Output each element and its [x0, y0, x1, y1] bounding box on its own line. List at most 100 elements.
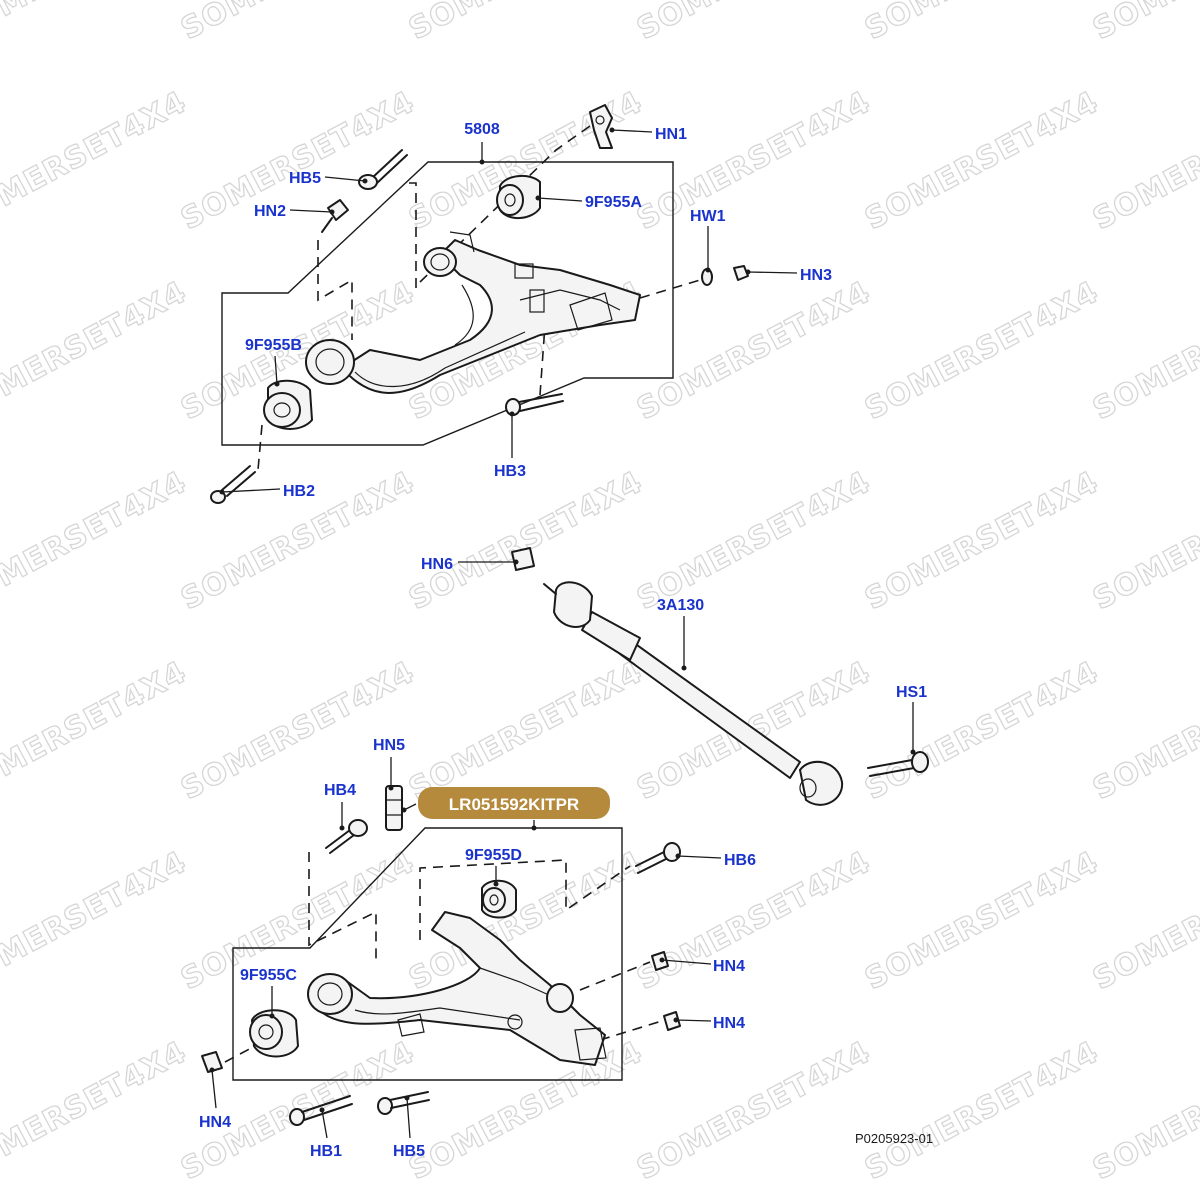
callout-hb6[interactable]: HB6 — [724, 852, 756, 869]
bush-9f955a — [496, 174, 541, 219]
callout-9f955c[interactable]: 9F955C — [240, 967, 297, 984]
nut-hn4-low — [663, 1011, 681, 1031]
alignment-line — [599, 1019, 666, 1041]
nut-hn6 — [511, 547, 535, 571]
watermark-text: SOMERSET4X4 — [0, 1035, 192, 1187]
arm-bush-housing — [307, 973, 353, 1015]
callout-hn4-mid[interactable]: HN4 — [713, 958, 745, 975]
leader-dot — [535, 195, 541, 201]
callout-hn4-left[interactable]: HN4 — [199, 1114, 231, 1131]
bracket-hn1 — [589, 104, 613, 149]
callout-hn2[interactable]: HN2 — [254, 203, 286, 220]
callout-hn6[interactable]: HN6 — [421, 556, 453, 573]
leader-dot — [705, 267, 711, 273]
arm-tab — [397, 1013, 425, 1037]
alignment-line — [419, 125, 591, 283]
arm-bush-bore-top — [430, 253, 450, 271]
watermark-text: SOMERSET4X4 — [859, 465, 1104, 617]
arm-hole — [507, 1014, 523, 1030]
tie-rod-eye-bore — [799, 778, 817, 798]
bolt-hb2 — [210, 465, 256, 504]
alignment-line — [224, 1045, 256, 1063]
callout-hb5-bottom[interactable]: HB5 — [393, 1143, 425, 1160]
leader-dot — [509, 411, 515, 417]
leader-dot — [910, 749, 916, 755]
kit-part-number[interactable]: LR051592KITPR — [449, 795, 579, 814]
leader-line — [675, 1019, 712, 1022]
callout-5808[interactable]: 5808 — [464, 121, 500, 138]
watermark-text: SOMERSET4X4 — [1087, 275, 1200, 427]
arm-edge — [519, 289, 621, 311]
leader-line — [211, 1069, 217, 1109]
callout-hn1[interactable]: HN1 — [655, 126, 687, 143]
leader-dot — [659, 957, 665, 963]
watermark-text: SOMERSET4X4 — [175, 85, 420, 237]
watermark-text: SOMERSET4X4 — [0, 655, 192, 807]
leader-dot — [513, 559, 519, 565]
kit-part-label[interactable]: LR051592KITPR — [418, 787, 610, 819]
callout-hb1[interactable]: HB1 — [310, 1143, 342, 1160]
callout-3a130[interactable]: 3A130 — [657, 597, 704, 614]
nut-hn4-left — [201, 1051, 223, 1073]
callout-hn4-low[interactable]: HN4 — [713, 1015, 745, 1032]
leader-line — [747, 271, 798, 274]
watermark-text: SOMERSET4X4 — [631, 85, 876, 237]
callout-hw1[interactable]: HW1 — [690, 208, 726, 225]
alignment-line — [419, 859, 631, 940]
callout-9f955a[interactable]: 9F955A — [585, 194, 642, 211]
leader-dot — [319, 1107, 325, 1113]
leader-line — [677, 855, 722, 859]
arm-edge — [354, 331, 526, 388]
callout-hb5-top[interactable]: HB5 — [289, 170, 321, 187]
upper-control-arm — [341, 239, 641, 394]
upper-arm-assembly — [210, 104, 749, 504]
watermark-text: SOMERSET4X4 — [0, 465, 192, 617]
callout-hb4[interactable]: HB4 — [324, 782, 356, 799]
callout-hn3[interactable]: HN3 — [800, 267, 832, 284]
leader-line — [289, 209, 333, 213]
lower-arm-assembly — [201, 785, 681, 1126]
watermark-text: SOMERSET4X4 — [403, 0, 648, 47]
callout-hb2[interactable]: HB2 — [283, 483, 315, 500]
leader-line — [611, 129, 653, 133]
leader-dot — [274, 381, 280, 387]
arm-edge — [454, 284, 474, 346]
alignment-line — [539, 324, 546, 396]
callout-hs1[interactable]: HS1 — [896, 684, 927, 701]
leader-line — [661, 959, 712, 965]
tie-rod-assembly — [511, 547, 929, 806]
watermark-text: SOMERSET4X4 — [631, 465, 876, 617]
bush-9f955c — [249, 1009, 299, 1058]
callout-hb3[interactable]: HB3 — [494, 463, 526, 480]
callout-hn5[interactable]: HN5 — [373, 737, 405, 754]
watermark-text: SOMERSET4X4 — [859, 0, 1104, 47]
watermark-text: SOMERSET4X4 — [403, 1035, 648, 1187]
leader-dot — [339, 825, 345, 831]
leader-dot — [329, 209, 335, 215]
alignment-line — [579, 961, 651, 991]
watermark-text: SOMERSET4X4 — [631, 275, 876, 427]
watermark-text: SOMERSET4X4 — [859, 845, 1104, 997]
arm-bracket — [514, 263, 534, 279]
tie-rod-balljoint — [553, 581, 593, 628]
bolt-hb5-top — [358, 149, 408, 190]
upper-arm-group-box — [221, 161, 674, 446]
watermark-text: SOMERSET4X4 — [1087, 85, 1200, 237]
watermark-text: SOMERSET4X4 — [0, 845, 192, 997]
clip-hn5 — [385, 785, 403, 831]
leader-dot — [675, 853, 681, 859]
arm-pivot-boss — [546, 983, 574, 1013]
callout-9f955b[interactable]: 9F955B — [245, 337, 302, 354]
arm-bush-housing — [305, 339, 355, 385]
leader-dot — [209, 1067, 215, 1073]
watermark-text: SOMERSET4X4 — [175, 0, 420, 47]
leader-dot — [745, 269, 751, 275]
leader-dot — [401, 807, 407, 813]
leader-dot — [681, 665, 687, 671]
watermark-text: SOMERSET4X4 — [0, 0, 192, 47]
arm-bush-bore — [315, 348, 345, 376]
lower-control-arm — [309, 911, 606, 1066]
callout-9f955d[interactable]: 9F955D — [465, 847, 522, 864]
alignment-line — [405, 182, 417, 288]
